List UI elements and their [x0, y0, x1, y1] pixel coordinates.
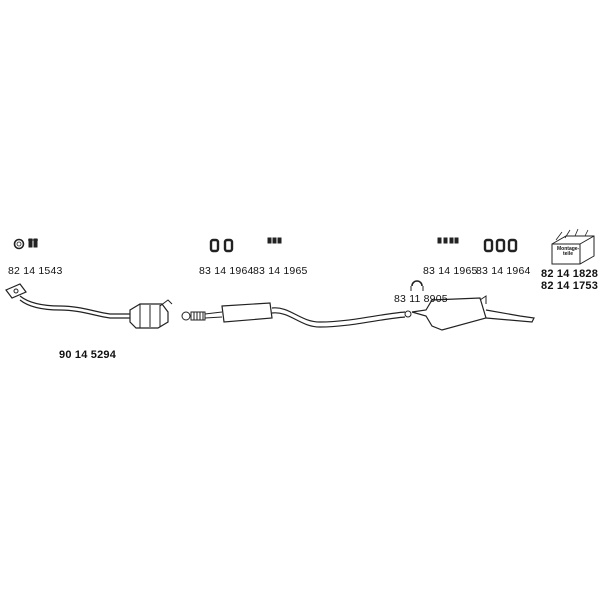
- mounting-parts-box-icon: [551, 228, 595, 265]
- clamp-icon: [410, 280, 424, 291]
- part-number-mount-kit-right-a: 82 14 1828: [541, 268, 599, 280]
- hanger-rear-b-icon: [483, 238, 518, 253]
- part-number-mount-kit-right-b: 82 14 1753: [541, 280, 599, 292]
- catalytic-converter-icon: [129, 299, 173, 329]
- hanger-rear-a-icon: [437, 237, 459, 244]
- part-number-hanger-rear-a: 83 14 1965: [423, 265, 478, 277]
- part-number-hanger-mid-a: 83 14 1964: [199, 265, 254, 277]
- hanger-mid-a-icon: [209, 238, 234, 253]
- front-pipe-icon: [5, 283, 130, 319]
- rear-silencer-icon: [411, 295, 535, 331]
- part-number-mount-kit-left: 82 14 1543: [8, 265, 63, 277]
- part-number-clamp: 83 11 8905: [394, 293, 448, 305]
- middle-silencer-icon: [204, 302, 412, 328]
- flex-joint-icon: [181, 311, 206, 321]
- part-number-front-pipe: 90 14 5294: [59, 349, 117, 361]
- part-number-hanger-mid-b: 83 14 1965: [253, 265, 308, 277]
- part-number-hanger-rear-b: 83 14 1964: [476, 265, 531, 277]
- mount-kit-left-icon: [13, 238, 38, 250]
- box-label: Montage-teile: [557, 246, 580, 257]
- hanger-mid-b-icon: [267, 237, 282, 244]
